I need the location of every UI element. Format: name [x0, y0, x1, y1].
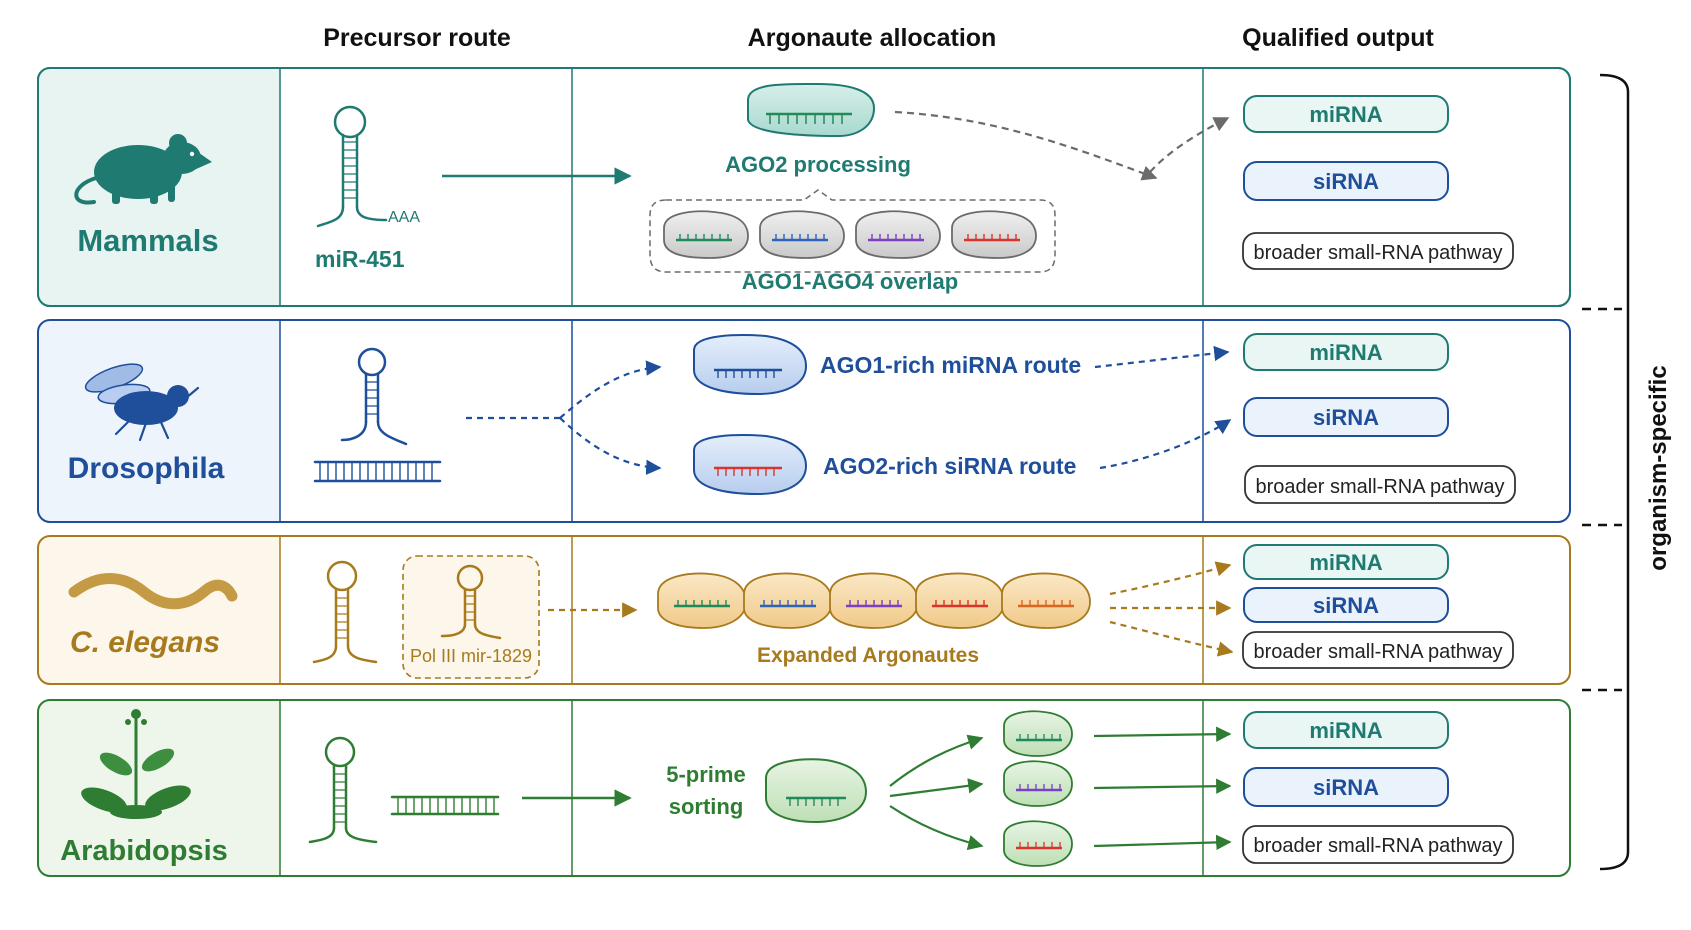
arrow-arabidopsis-to-mirna — [1093, 726, 1232, 742]
output-sirna-drosophila: siRNA — [1243, 397, 1449, 437]
organism-name-celegans: C. elegans — [70, 626, 220, 659]
arrow-drosophila-route1-out — [1094, 345, 1230, 369]
output-broader-celegans: broader small-RNA pathway — [1242, 631, 1514, 669]
ago-expanded-5 — [1001, 572, 1091, 629]
worm-icon — [68, 573, 238, 610]
row-mammals: Mammals AAA miR-451 AGO2 pro — [37, 67, 1571, 307]
mouse-icon — [74, 134, 212, 205]
organism-name-drosophila: Drosophila — [68, 452, 225, 485]
ago-overlap-group — [663, 210, 1037, 259]
output-broader-arabidopsis-label: broader small-RNA pathway — [1254, 835, 1503, 857]
arrow-arabidopsis-to-broader — [1093, 834, 1232, 851]
ago-expanded-2 — [743, 572, 833, 629]
ago3-protein — [855, 210, 941, 259]
fly-icon — [84, 363, 200, 442]
output-mirna-celegans: miRNA — [1243, 544, 1449, 580]
row-drosophila: Drosophila AGO1-rich miRNA route — [37, 319, 1571, 523]
output-mirna-mammals: miRNA — [1243, 95, 1449, 133]
output-sirna-celegans: siRNA — [1243, 587, 1449, 623]
expanded-argonautes-group — [657, 572, 1091, 629]
organism-specific-bracket — [1582, 73, 1630, 871]
output-mirna-mammals-label: miRNA — [1309, 102, 1382, 127]
arrow-drosophila-to-ago2 — [559, 417, 662, 475]
side-label: organism-specific — [1645, 365, 1672, 570]
row-arabidopsis: Arabidopsis 5-prime sorting — [37, 699, 1571, 877]
arrow-drosophila-route2-out — [1099, 419, 1232, 470]
ago2-processing-label: AGO2 processing — [725, 152, 911, 177]
arrow-sorting-to-ago-a — [889, 734, 984, 787]
expanded-argonautes-label: Expanded Argonautes — [757, 644, 979, 667]
arrow-arabidopsis-to-sirna — [1093, 778, 1232, 794]
pol-iii-label: Pol III mir-1829 — [410, 646, 532, 666]
arrow-celegans-to-broader — [1109, 620, 1234, 657]
ago2-route-label: AGO2-rich siRNA route — [823, 453, 1076, 479]
arrow-sorting-to-ago-b — [889, 778, 984, 798]
ago2-overlap-protein — [759, 210, 845, 259]
output-sirna-celegans-label: siRNA — [1313, 593, 1379, 618]
output-mirna-arabidopsis-label: miRNA — [1309, 718, 1382, 743]
output-mirna-arabidopsis: miRNA — [1243, 711, 1449, 749]
output-sirna-mammals-label: siRNA — [1313, 169, 1379, 194]
hairpin-precursor-mammals — [316, 105, 388, 228]
plant-icon — [81, 709, 191, 819]
precursor-label-mammals: miR-451 — [315, 246, 405, 272]
header-qualified-output: Qualified output — [1242, 24, 1434, 52]
ago2-protein — [747, 82, 876, 138]
header-precursor-route: Precursor route — [323, 24, 511, 52]
dsrna-duplex-drosophila — [313, 460, 442, 483]
organism-name-arabidopsis: Arabidopsis — [60, 835, 228, 867]
ago-sorted-c — [1003, 820, 1073, 867]
hairpin-precursor-arabidopsis — [308, 736, 378, 844]
output-broader-mammals-label: broader small-RNA pathway — [1254, 242, 1503, 264]
output-sirna-drosophila-label: siRNA — [1313, 405, 1379, 430]
output-mirna-drosophila: miRNA — [1243, 333, 1449, 371]
dsrna-duplex-arabidopsis — [390, 795, 500, 816]
output-sirna-mammals: siRNA — [1243, 161, 1449, 201]
ago1-route-label: AGO1-rich miRNA route — [820, 352, 1081, 378]
output-mirna-drosophila-label: miRNA — [1309, 340, 1382, 365]
ago-sorting-hub — [765, 758, 868, 824]
poly-a-tail-label: AAA — [388, 209, 420, 226]
output-sirna-arabidopsis-label: siRNA — [1313, 775, 1379, 800]
arrow-mammals-to-mirna — [1149, 117, 1230, 173]
header-argonaute-allocation: Argonaute allocation — [748, 24, 997, 52]
hairpin-precursor-drosophila — [340, 347, 408, 446]
output-mirna-celegans-label: miRNA — [1309, 550, 1382, 575]
sorting-label-line2: sorting — [669, 794, 744, 819]
arrow-drosophila-to-ago1 — [559, 360, 662, 419]
ago2-rich-protein — [693, 434, 808, 496]
arrow-mammals-ago2-out — [894, 110, 1158, 181]
ago-expanded-4 — [915, 572, 1005, 629]
sorting-label-line1: 5-prime — [666, 762, 745, 787]
ago-sorted-b — [1003, 760, 1073, 807]
output-broader-mammals: broader small-RNA pathway — [1242, 232, 1514, 270]
output-sirna-arabidopsis: siRNA — [1243, 767, 1449, 807]
pol-iii-box — [402, 555, 540, 679]
ago-expanded-3 — [829, 572, 919, 629]
output-broader-celegans-label: broader small-RNA pathway — [1254, 641, 1503, 663]
arrow-sorting-to-ago-c — [889, 805, 984, 851]
ago1-protein — [663, 210, 749, 259]
ago-overlap-label: AGO1-AGO4 overlap — [742, 269, 958, 294]
output-broader-drosophila-label: broader small-RNA pathway — [1256, 476, 1505, 498]
row-celegans: C. elegans Pol III mir-1829 — [37, 535, 1571, 685]
hairpin-pol-iii — [440, 564, 502, 640]
ago-sorted-a — [1003, 710, 1073, 757]
ago4-protein — [951, 210, 1037, 259]
ago-expanded-1 — [657, 572, 747, 629]
output-broader-drosophila: broader small-RNA pathway — [1244, 465, 1516, 504]
organism-name-mammals: Mammals — [77, 223, 218, 258]
ago1-rich-protein — [693, 334, 808, 396]
hairpin-precursor-celegans — [312, 560, 378, 664]
arrow-celegans-to-mirna — [1109, 561, 1232, 596]
output-broader-arabidopsis: broader small-RNA pathway — [1242, 825, 1514, 864]
